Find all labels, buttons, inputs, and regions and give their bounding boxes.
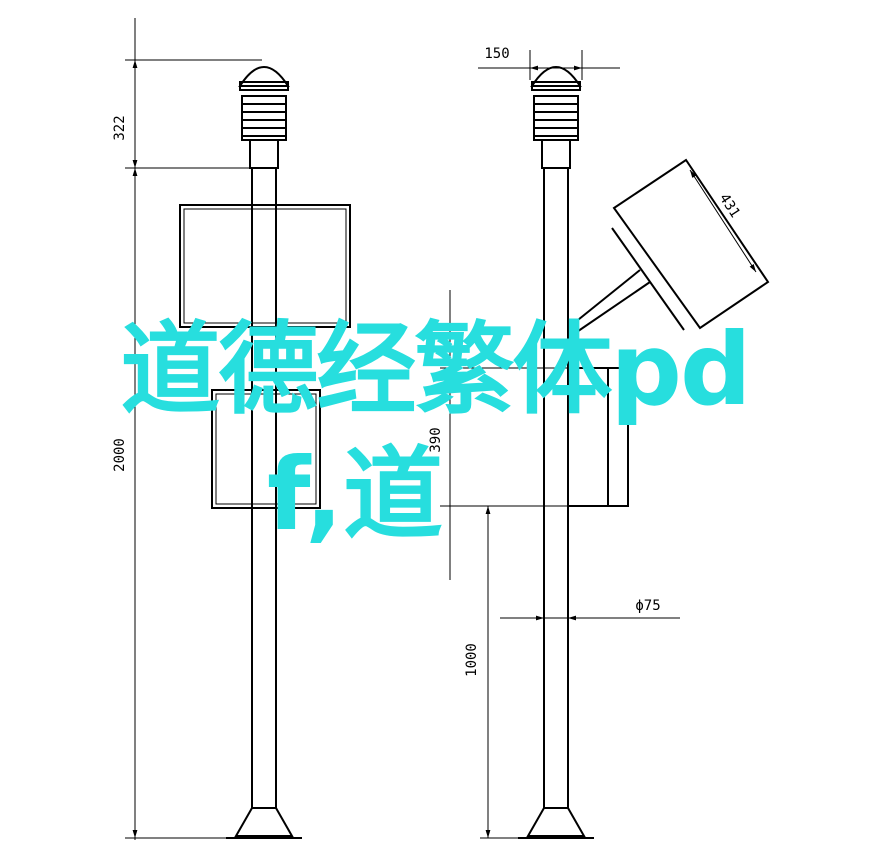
right-dimensions <box>440 50 757 839</box>
solar-panel-slanted <box>567 158 770 339</box>
dim-right-box-height: 390 <box>428 427 444 452</box>
left-dimensions <box>125 18 262 840</box>
dim-left-total-height: 2000 <box>112 438 128 472</box>
right-station-side-view <box>518 66 770 839</box>
overlay-title-line2: f,道 <box>266 436 444 553</box>
dim-right-top-width: 150 <box>484 46 509 62</box>
dim-right-lower-height: 1000 <box>464 643 480 677</box>
dim-right-pole-diameter: ϕ75 <box>635 598 660 614</box>
left-station-front-view <box>179 66 351 839</box>
dim-left-top-height: 322 <box>112 115 128 140</box>
overlay-title-line1: 道德经繁体pd <box>120 311 751 428</box>
